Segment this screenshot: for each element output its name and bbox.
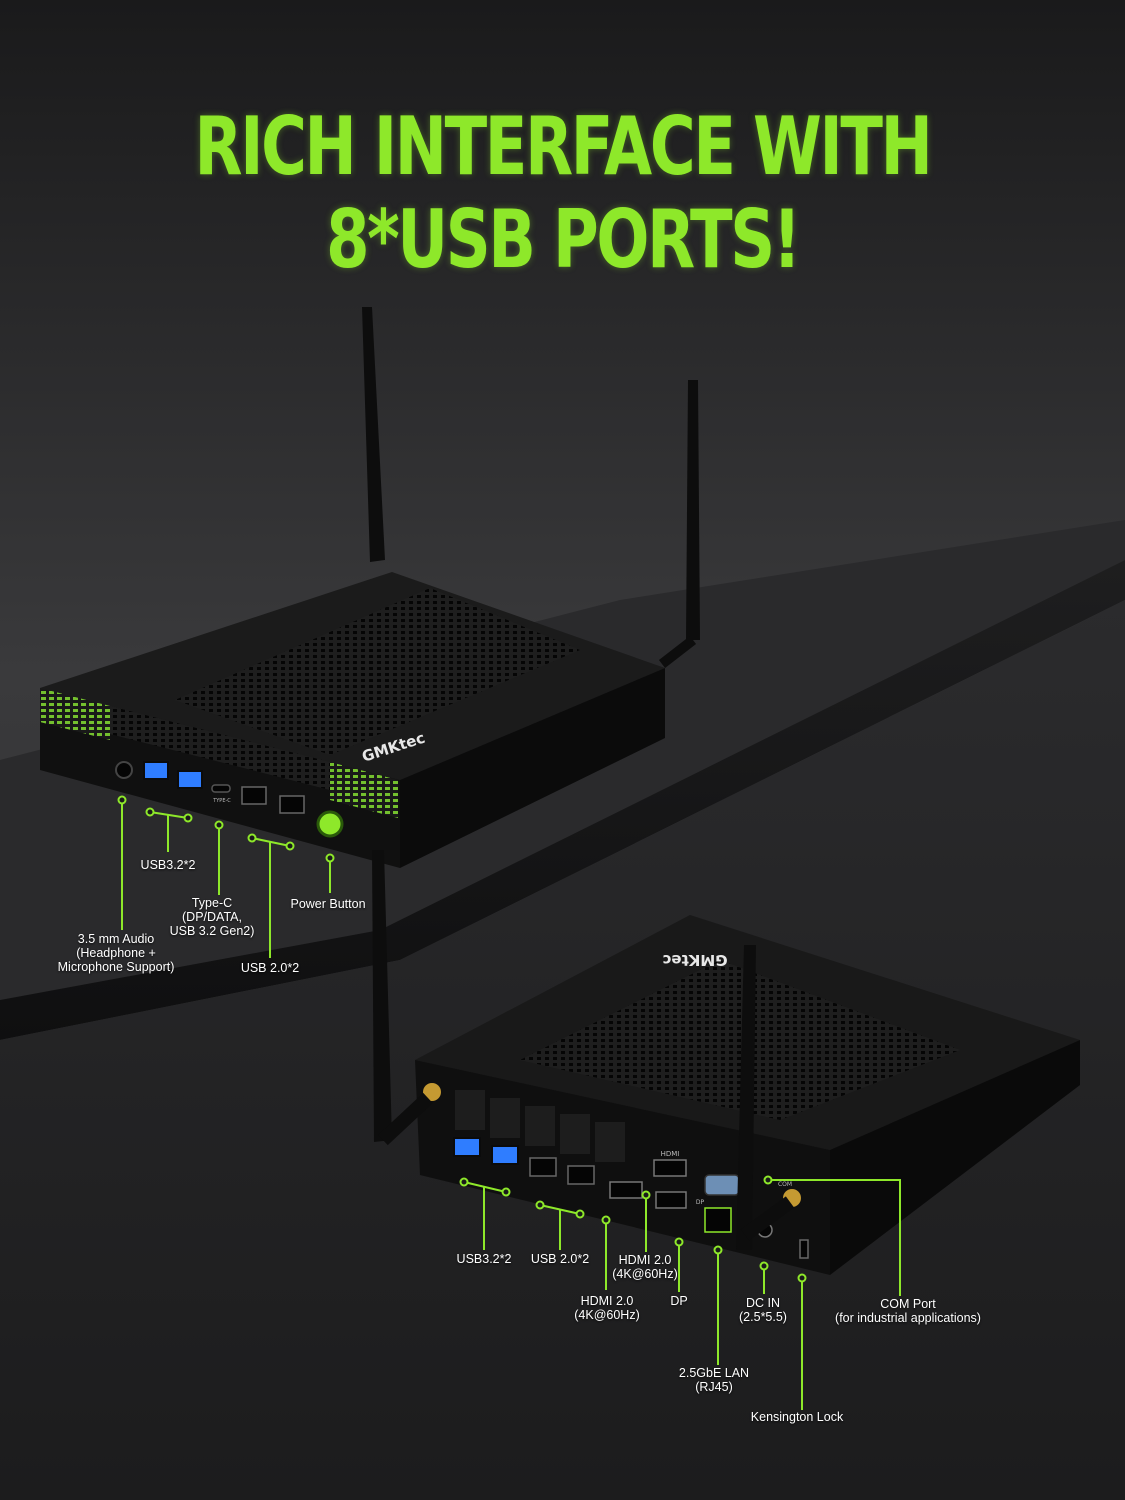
rear-hdmi-port-lower [609, 1181, 643, 1199]
label-rear-kensington: Kensington Lock [750, 1410, 844, 1424]
rear-hdmi-port-upper [653, 1159, 687, 1177]
rear-com-port [704, 1174, 740, 1196]
audio-jack [115, 761, 133, 779]
label-front-audio: 3.5 mm Audio (Headphone + Microphone Sup… [57, 932, 175, 974]
rear-usb20-port-1 [529, 1157, 557, 1177]
front-usb20-port-2 [279, 795, 305, 814]
label-front-power-button: Power Button [290, 897, 366, 911]
front-antenna-right [686, 380, 700, 640]
front-device: GMKtec TYPE-C [40, 307, 700, 868]
rear-lan-port [704, 1207, 732, 1233]
label-rear-hdmi-lower: HDMI 2.0 (4K@60Hz) [574, 1294, 640, 1322]
label-front-usb20: USB 2.0*2 [240, 961, 300, 975]
label-rear-usb20: USB 2.0*2 [530, 1252, 590, 1266]
front-usb32-port-2 [177, 770, 203, 789]
front-usb32-port-1 [143, 761, 169, 780]
front-usb20-port-1 [241, 786, 267, 805]
callout-dots [117, 795, 807, 1283]
label-front-typec: Type-C (DP/DATA, USB 3.2 Gen2) [169, 896, 255, 938]
headline: RICH INTERFACE WITH 8*USB PORTS! [194, 100, 933, 286]
rear-antenna-right [736, 945, 756, 1250]
rear-dp-mark: DP [696, 1199, 705, 1206]
label-rear-usb32: USB3.2*2 [456, 1252, 512, 1266]
rear-usb32-port-1 [453, 1137, 481, 1157]
front-typec-mark: TYPE-C [212, 798, 231, 804]
rear-usb32-port-2 [491, 1145, 519, 1165]
rear-kensington-slot [799, 1239, 809, 1259]
power-button [316, 810, 344, 838]
rear-brand-logo: GMKtec [662, 951, 727, 969]
front-antenna-left [362, 307, 385, 562]
label-rear-lan: 2.5GbE LAN (RJ45) [678, 1366, 750, 1394]
label-rear-hdmi-upper: HDMI 2.0 (4K@60Hz) [612, 1253, 678, 1281]
shelf-edge [0, 560, 1125, 1040]
front-typec-port [211, 784, 231, 793]
rear-hdmi-mark: HDMI [661, 1150, 680, 1158]
label-rear-dp: DP [670, 1294, 688, 1308]
rear-antenna-left [372, 850, 392, 1142]
label-rear-dc-in: DC IN (2.5*5.5) [739, 1296, 787, 1324]
label-front-usb32: USB3.2*2 [140, 858, 196, 872]
rear-device: GMKtec HDMI DP COM [372, 850, 1080, 1275]
callout-lines [121, 800, 901, 1410]
rear-dp-port [655, 1191, 687, 1209]
rear-usb20-port-2 [567, 1165, 595, 1185]
rear-com-mark: COM [778, 1181, 792, 1188]
label-rear-com-port: COM Port (for industrial applications) [835, 1297, 981, 1325]
